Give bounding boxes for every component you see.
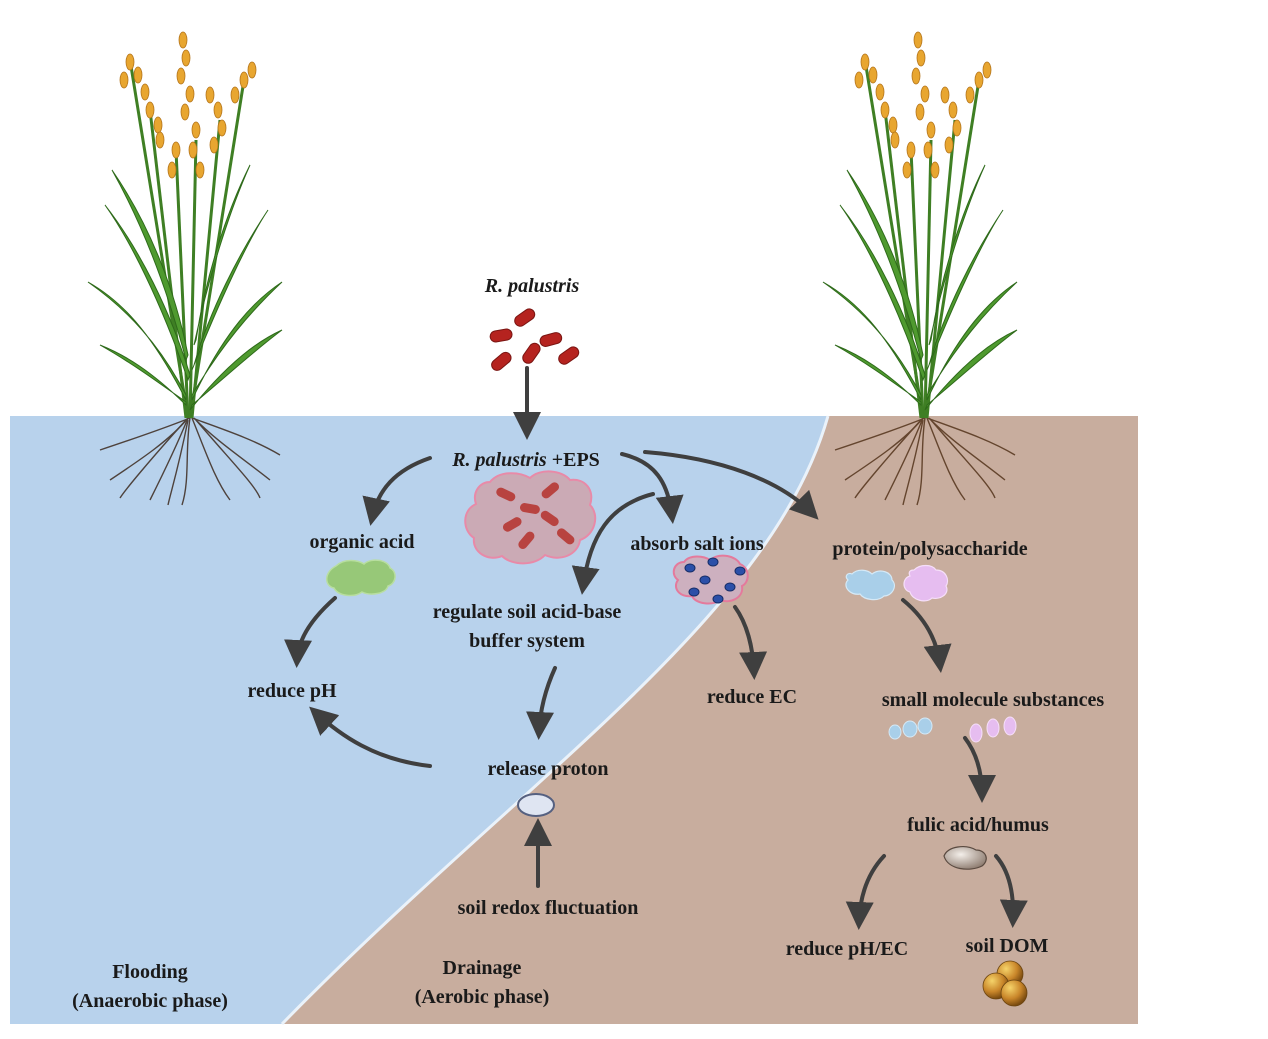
fulic-acid-label: fulic acid/humus: [907, 814, 1049, 836]
flooding-label-line2: (Anaerobic phase): [72, 990, 228, 1012]
arrow-fulic-to-reduce-ph-ec: [845, 854, 886, 930]
arrow-protein-to-small: [901, 598, 952, 673]
dom-sphere-icon: [982, 960, 1028, 1007]
polysaccharide-blob-icon: [903, 564, 949, 602]
arrow-absorb-to-reduce-ec: [733, 605, 768, 680]
protein-blob-icon: [845, 569, 896, 601]
arrow-small-to-fulic: [963, 736, 996, 803]
arrow-regulate-to-release: [526, 666, 557, 740]
organism-title: R. palustris: [484, 275, 580, 297]
salt-ion-cloud-icon: [672, 554, 749, 605]
small-molecule-icon: [888, 716, 1017, 743]
arrow-eps-to-absorb: [620, 452, 684, 524]
rice-plant-icon: [87, 31, 283, 506]
arrow-organic-to-reduce-ph: [284, 596, 337, 668]
soil-dom-label: soil DOM: [966, 935, 1049, 957]
flooding-label-line1: Flooding: [112, 961, 188, 983]
organic-acid-label: organic acid: [310, 531, 415, 553]
absorb-salt-label: absorb salt ions: [630, 533, 764, 555]
reduce-ph-ec-label: reduce pH/EC: [786, 938, 908, 960]
arrow-release-to-reduce-ph: [309, 706, 432, 768]
arrow-eps-to-organic-acid: [362, 456, 432, 526]
arrow-fulic-to-dom: [994, 854, 1028, 928]
soil-redox-label: soil redox fluctuation: [458, 897, 639, 919]
organic-acid-blob-icon: [326, 559, 396, 597]
arrow-eps-to-regulate: [571, 492, 655, 595]
eps-label: R. palustris +EPS: [451, 449, 600, 471]
protein-label: protein/polysaccharide: [832, 538, 1027, 560]
arrow-eps-to-protein: [643, 450, 819, 520]
arrows: [284, 366, 1028, 930]
eps-cloud-icon: [464, 470, 597, 565]
drainage-label-line2: (Aerobic phase): [415, 986, 550, 1008]
reduce-ec-label: reduce EC: [707, 686, 797, 708]
proton-icon: [517, 793, 555, 817]
bacteria-icon: [489, 308, 580, 371]
drainage-label-line1: Drainage: [443, 957, 522, 979]
small-molecule-label: small molecule substances: [882, 689, 1104, 711]
regulate-label-line1: regulate soil acid-base: [433, 601, 622, 623]
rice-plant-icon: [822, 31, 1018, 506]
regulate-label-line2: buffer system: [469, 630, 585, 652]
flooding-water-region: [10, 416, 828, 1024]
release-proton-label: release proton: [488, 758, 609, 780]
humus-icon: [943, 846, 987, 870]
reduce-ph-label: reduce pH: [247, 680, 337, 702]
